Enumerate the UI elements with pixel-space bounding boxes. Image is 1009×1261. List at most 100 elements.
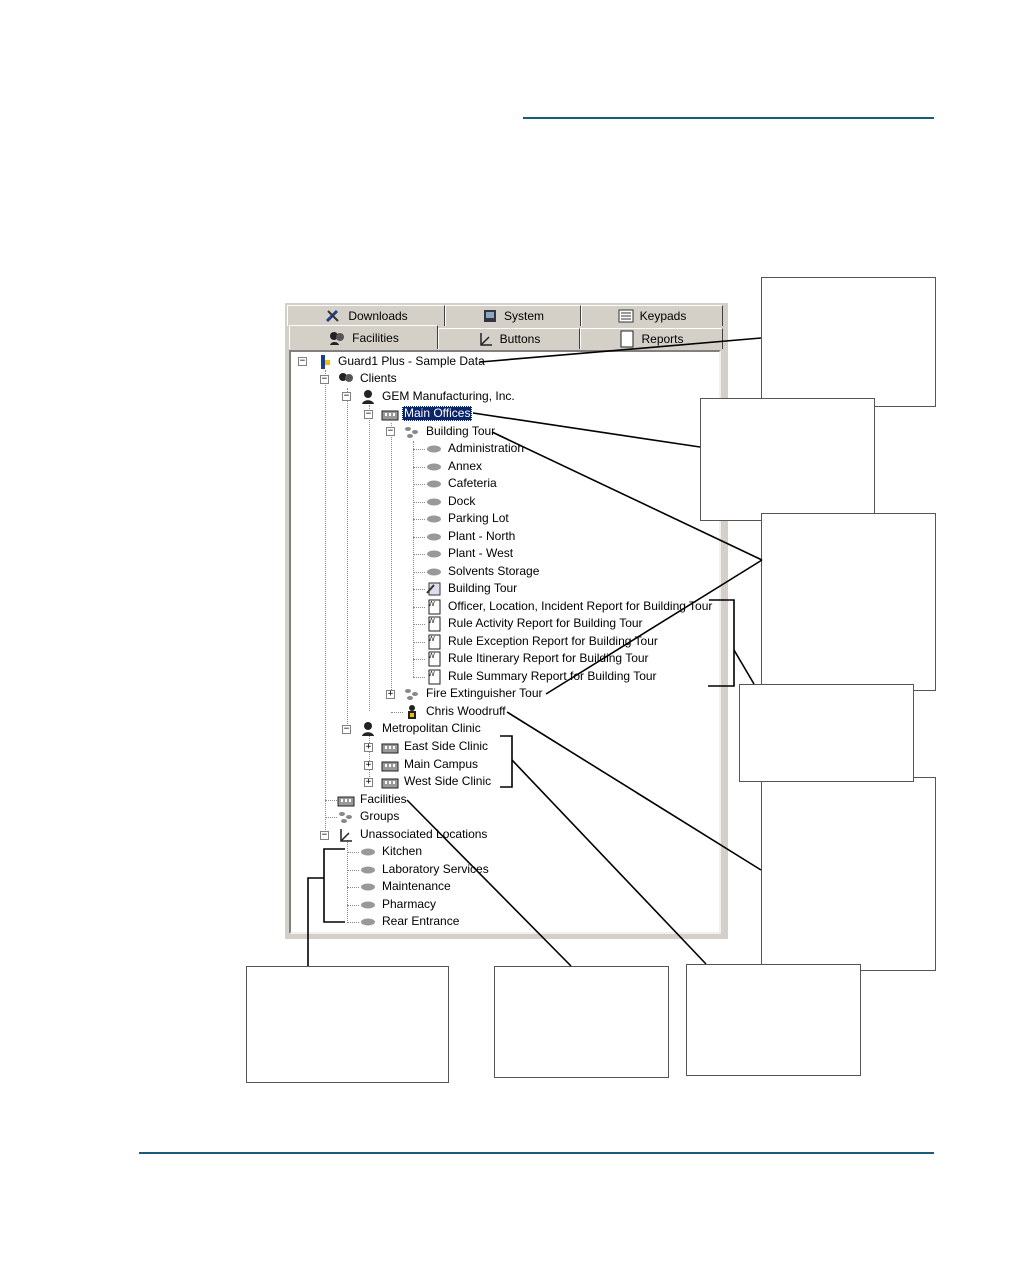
tree-label: Rule Summary Report for Building Tour — [448, 669, 657, 683]
groups-icon — [337, 809, 355, 825]
tree-node-location[interactable]: Solvents Storage — [425, 563, 541, 580]
tree-node-facility[interactable]: West Side Clinic — [381, 773, 493, 790]
tree-node-location[interactable]: Pharmacy — [359, 896, 438, 913]
collapse-toggle[interactable]: − — [320, 830, 329, 840]
tree-node-fire-tour[interactable]: Fire Extinguisher Tour — [403, 685, 545, 702]
tree-root[interactable]: Guard1 Plus - Sample Data — [315, 353, 487, 370]
location-icon — [359, 879, 377, 895]
tree-node-location[interactable]: Kitchen — [359, 843, 424, 860]
tree-node-groups[interactable]: Groups — [337, 808, 401, 825]
tab-buttons[interactable]: Buttons — [438, 328, 580, 349]
tree-node-clients[interactable]: Clients — [337, 370, 399, 387]
tree-node-facility[interactable]: East Side Clinic — [381, 738, 490, 755]
tree-node-unassociated[interactable]: Unassociated Locations — [337, 826, 489, 843]
tree-node-client-metro[interactable]: Metropolitan Clinic — [359, 720, 483, 737]
tree-label: Guard1 Plus - Sample Data — [338, 354, 485, 368]
guard1-icon — [315, 354, 333, 370]
location-icon — [425, 476, 443, 492]
tab-label: Buttons — [499, 332, 541, 346]
tree-label: Chris Woodruff — [426, 704, 506, 718]
client-icon — [359, 721, 377, 737]
location-icon — [359, 862, 377, 878]
footer-rule — [139, 1152, 934, 1154]
collapse-toggle[interactable]: − — [386, 426, 395, 436]
tab-label: Keypads — [639, 309, 687, 323]
tab-downloads[interactable]: Downloads — [287, 305, 445, 326]
tree-label: Rule Itinerary Report for Building Tour — [448, 651, 649, 665]
report-icon: W — [425, 599, 443, 615]
callout-box — [761, 513, 936, 691]
expand-toggle[interactable]: + — [364, 742, 373, 752]
tree-label: Rule Exception Report for Building Tour — [448, 634, 658, 648]
tree-label: Laboratory Services — [382, 862, 489, 876]
tab-reports[interactable]: Reports — [580, 328, 723, 349]
tree-node-location[interactable]: Laboratory Services — [359, 861, 491, 878]
location-icon — [425, 529, 443, 545]
tree-node-location[interactable]: Rear Entrance — [359, 913, 461, 930]
tree-label: Rear Entrance — [382, 914, 460, 928]
tree-node-location[interactable]: Plant - West — [425, 545, 515, 562]
tree-node-facilities[interactable]: Facilities — [337, 791, 409, 808]
tree-label: Clients — [360, 371, 397, 385]
tree-node-location[interactable]: Maintenance — [359, 878, 453, 895]
tree-label: Annex — [448, 459, 483, 473]
tree-label: Fire Extinguisher Tour — [426, 686, 543, 700]
clients-icon — [337, 371, 355, 387]
tree-label: Kitchen — [382, 844, 423, 858]
tree-node-location[interactable]: Administration — [425, 440, 526, 457]
tree-node-location[interactable]: Cafeteria — [425, 475, 499, 492]
header-rule — [523, 117, 934, 119]
expand-toggle[interactable]: + — [364, 777, 373, 787]
tree-node-location[interactable]: Dock — [425, 493, 477, 510]
collapse-toggle[interactable]: − — [298, 356, 307, 366]
tab-label: Reports — [641, 332, 684, 346]
svg-text:W: W — [428, 652, 435, 660]
facility-icon — [381, 406, 399, 422]
tab-system[interactable]: System — [445, 305, 581, 326]
tree-node-building-tour[interactable]: Building Tour — [403, 423, 497, 440]
tree-node-tour-definition[interactable]: Building Tour — [425, 580, 519, 597]
tree-node-main-offices[interactable]: Main Offices — [381, 405, 473, 422]
tree-label: Building Tour — [426, 424, 496, 438]
tree-node-location[interactable]: Parking Lot — [425, 510, 511, 527]
tree-label: Parking Lot — [448, 511, 509, 525]
expand-toggle[interactable]: + — [386, 689, 395, 699]
report-icon: W — [425, 651, 443, 667]
collapse-toggle[interactable]: − — [320, 374, 329, 384]
downloads-icon — [324, 308, 342, 324]
tree-label: Solvents Storage — [448, 564, 540, 578]
tree-node-report[interactable]: W Rule Summary Report for Building Tour — [425, 668, 659, 685]
tree-label: Dock — [448, 494, 476, 508]
tree-label: Facilities — [360, 792, 407, 806]
callout-box — [761, 277, 936, 407]
tree-node-location[interactable]: Annex — [425, 458, 484, 475]
callout-box — [761, 777, 936, 971]
collapse-toggle[interactable]: − — [342, 724, 351, 734]
tour-icon — [403, 686, 421, 702]
reports-icon — [619, 330, 635, 348]
tab-label: Facilities — [352, 330, 399, 345]
tab-keypads[interactable]: Keypads — [581, 305, 723, 326]
facility-icon — [381, 757, 399, 773]
tree-node-location[interactable]: Plant - North — [425, 528, 517, 545]
tour-icon — [403, 424, 421, 440]
tree-label: Rule Activity Report for Building Tour — [448, 616, 643, 630]
expand-toggle[interactable]: + — [364, 760, 373, 770]
tab-facilities[interactable]: Facilities — [289, 325, 438, 349]
tree-label: Metropolitan Clinic — [382, 721, 481, 735]
location-icon — [359, 897, 377, 913]
callout-box — [246, 966, 449, 1083]
tree-node-officer[interactable]: Chris Woodruff — [403, 703, 508, 720]
tree-node-facility[interactable]: Main Campus — [381, 756, 480, 773]
tour-definition-icon — [425, 581, 443, 597]
tree-node-report[interactable]: W Rule Itinerary Report for Building Tour — [425, 650, 651, 667]
callout-box — [494, 966, 669, 1078]
collapse-toggle[interactable]: − — [364, 409, 373, 419]
report-icon: W — [425, 669, 443, 685]
client-icon — [359, 389, 377, 405]
tree-node-client-gem[interactable]: GEM Manufacturing, Inc. — [359, 388, 517, 405]
collapse-toggle[interactable]: − — [342, 391, 351, 401]
